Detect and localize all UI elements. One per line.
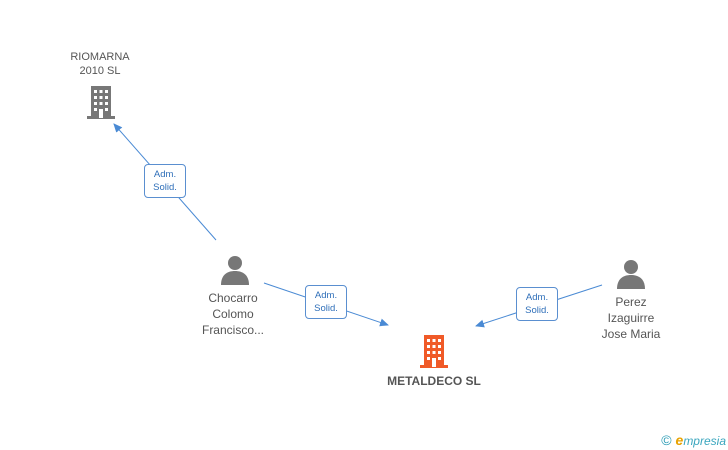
node-label-metaldeco[interactable]: METALDECO SL xyxy=(387,374,481,388)
person-icon[interactable] xyxy=(615,258,647,290)
edge-badge-chocarro-metaldeco[interactable]: Adm. Solid. xyxy=(305,285,347,319)
building-icon-main[interactable] xyxy=(418,333,450,369)
copyright-symbol: © xyxy=(661,432,672,448)
building-icon[interactable] xyxy=(85,84,117,120)
person-icon[interactable] xyxy=(219,254,251,286)
brand-initial: e xyxy=(675,432,684,448)
node-label-perez[interactable]: Perez Izaguirre Jose Maria xyxy=(601,295,661,341)
brand-name: mpresia xyxy=(683,434,726,448)
empresia-watermark: ©empresia xyxy=(661,432,726,448)
edge-badge-chocarro-riomarna[interactable]: Adm. Solid. xyxy=(144,164,186,198)
edge-badge-perez-metaldeco[interactable]: Adm. Solid. xyxy=(516,287,558,321)
node-label-riomarna[interactable]: RIOMARNA 2010 SL xyxy=(70,51,130,77)
node-label-chocarro[interactable]: Chocarro Colomo Francisco... xyxy=(201,291,264,337)
